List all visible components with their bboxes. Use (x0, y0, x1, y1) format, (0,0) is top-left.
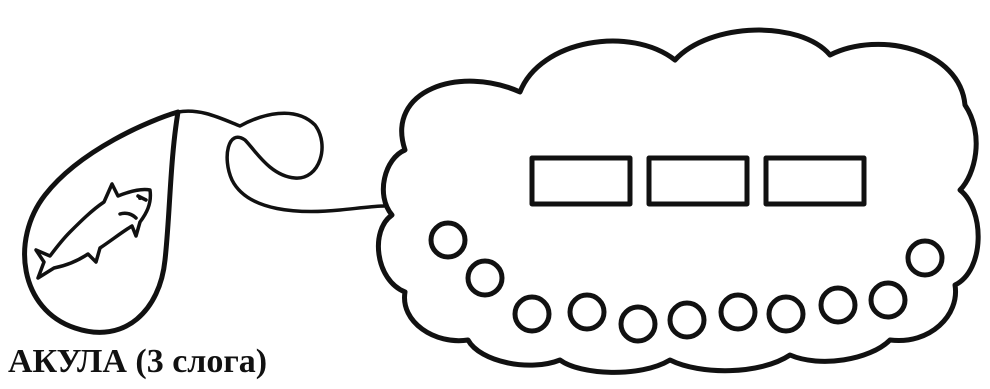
sound-circle (818, 285, 858, 325)
sound-circle (465, 258, 505, 298)
shark-icon (34, 182, 153, 280)
sound-circles (428, 220, 945, 344)
connector-string (176, 109, 386, 214)
sound-circle (618, 304, 658, 344)
sound-circle (718, 292, 758, 332)
sound-circle (766, 294, 806, 334)
cloud-outline (376, 27, 981, 375)
sound-circle (905, 238, 945, 278)
syllable-box-1 (529, 155, 633, 207)
sound-circle (868, 280, 908, 320)
syllable-box-3 (763, 155, 867, 207)
sound-circle (567, 292, 607, 332)
sound-circle (512, 294, 552, 334)
teardrop-frame (22, 109, 181, 335)
sound-circle (667, 300, 707, 340)
syllable-boxes (529, 155, 867, 207)
word-caption: АКУЛА (3 слога) (8, 343, 268, 380)
sound-circle (428, 220, 468, 260)
syllable-box-2 (646, 155, 750, 207)
